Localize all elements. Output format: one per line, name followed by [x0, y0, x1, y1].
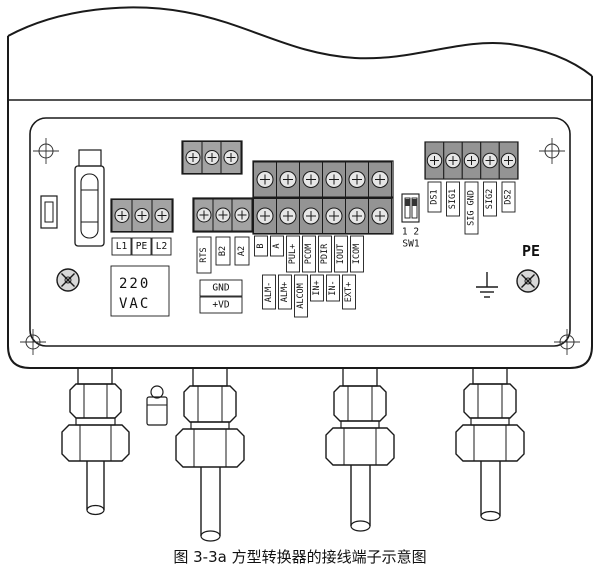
terminal-screw [368, 161, 392, 198]
power-terminal-block: L1 PE L2 220 VAC [110, 198, 174, 317]
label-icom: ICOM [352, 244, 362, 264]
dip-switch-sw1: 1 2 SW1 [401, 193, 420, 250]
io-terminal-row-top [252, 160, 394, 198]
terminal-screw [220, 141, 242, 174]
terminal-screw [182, 141, 204, 174]
signal-terminal-labels: DS1 SIG1 SIG GND SIG2 DS2 [427, 181, 516, 235]
label-pcom: PCOM [304, 244, 314, 264]
comm-terminal-labels: RTS B2 A2 [196, 236, 250, 274]
label-ext-plus: EXT+ [344, 282, 354, 302]
dip-name: SW1 [402, 239, 419, 250]
cable-gland-3 [325, 367, 395, 532]
terminal-screw [322, 198, 346, 234]
terminal-screw [231, 198, 253, 232]
voltage-unit: VAC [119, 296, 150, 312]
comm-terminal-block-bottom: RTS B2 A2 GND +VD [192, 197, 254, 314]
label-b2: B2 [218, 246, 228, 256]
pe-label: PE [522, 242, 540, 260]
signal-terminal-block: DS1 SIG1 SIG GND SIG2 DS2 [424, 141, 519, 235]
comm-terminal-block-top [181, 140, 243, 175]
label-sig2: SIG2 [485, 189, 495, 209]
vent-plug [146, 385, 168, 426]
cable-1 [86, 461, 105, 516]
label-vd: +VD [212, 300, 229, 311]
label-b: B [256, 243, 266, 248]
dip-switch-pos-1 [405, 199, 410, 206]
label-iout: IOUT [336, 244, 346, 264]
label-pdir: PDIR [320, 243, 330, 264]
terminal-screw [498, 141, 519, 180]
terminal-screw [461, 141, 482, 180]
cable-gland-4 [455, 367, 525, 522]
terminal-screw [299, 198, 323, 234]
voltage-value: 220 [119, 276, 150, 292]
label-a: A [272, 243, 282, 248]
label-l2: L2 [156, 241, 167, 252]
label-ds2: DS2 [504, 189, 514, 204]
label-a2: A2 [237, 246, 247, 256]
fuse-holder [40, 149, 105, 247]
enclosure-body [7, 36, 593, 369]
mount-clip [40, 195, 58, 229]
figure-caption: 图 3-3a 方型转换器的接线端子示意图 [173, 548, 426, 566]
label-in-minus: IN- [328, 280, 338, 295]
terminal-screw [111, 199, 133, 232]
terminal-screw [299, 161, 323, 198]
terminal-screw [212, 198, 234, 232]
aux-labels: GND +VD [199, 279, 243, 314]
terminal-screw [253, 198, 277, 234]
cable-4 [480, 461, 501, 522]
terminal-screw [345, 161, 369, 198]
cable-3 [350, 465, 371, 532]
terminal-screw [151, 199, 173, 232]
terminal-screw [276, 198, 300, 234]
io-labels-lower: ALM- ALM+ ALCOM IN+ IN- EXT+ [262, 274, 356, 318]
power-terminal-labels: L1 PE L2 [111, 237, 172, 256]
label-gnd: GND [212, 283, 229, 294]
cable-gland-2 [175, 367, 245, 542]
cable-gland-1 [61, 367, 130, 516]
label-in-plus: IN+ [312, 280, 322, 295]
label-l1: L1 [116, 241, 128, 252]
terminal-screw [443, 141, 463, 180]
io-labels-upper: B A PUL+ PCOM PDIR IOUT ICOM [254, 235, 364, 273]
label-ds1: DS1 [430, 189, 440, 204]
ground-symbol-icon [476, 272, 498, 298]
cable-2 [200, 467, 221, 542]
panel-screw-left [56, 268, 80, 292]
terminal-screw [368, 198, 392, 234]
io-terminal-row-bottom [252, 197, 394, 235]
label-sig1: SIG1 [448, 189, 458, 209]
terminal-screw [424, 141, 445, 180]
terminal-screw [276, 161, 300, 198]
terminal-screw [322, 161, 346, 198]
voltage-rating-box: 220 VAC [110, 265, 170, 317]
label-alm-plus: ALM+ [280, 282, 290, 302]
label-alm-minus: ALM- [264, 282, 274, 302]
dip-numbers: 1 2 [402, 227, 419, 238]
terminal-screw [201, 141, 223, 174]
label-pe: PE [136, 241, 148, 252]
label-alcom: ALCOM [296, 283, 306, 309]
protective-earth: PE [476, 242, 540, 298]
dip-switch-pos-2 [412, 199, 417, 206]
broken-edge-wave [7, 6, 593, 77]
terminal-screw [131, 199, 153, 232]
terminal-screw [480, 141, 500, 180]
terminal-screw [253, 161, 277, 198]
terminal-screw [345, 198, 369, 234]
label-sig-gnd: SIG GND [467, 190, 477, 226]
panel-screw-right [516, 269, 540, 293]
enclosure-outline [7, 6, 593, 369]
label-pul-plus: PUL+ [288, 244, 298, 264]
label-rts: RTS [199, 247, 209, 262]
terminal-screw [193, 198, 215, 232]
